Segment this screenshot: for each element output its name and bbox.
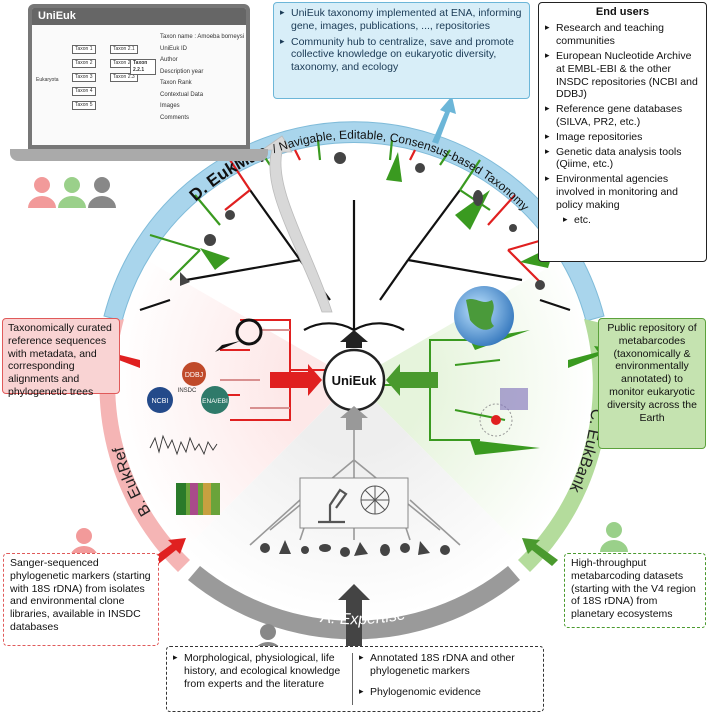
field-unieuk-id: UniEuk ID xyxy=(160,45,188,52)
sanger-input-box: Sanger-sequenced phylogenetic markers (s… xyxy=(3,553,159,646)
chromatogram xyxy=(149,434,218,456)
tree-node: Taxon 2.3 xyxy=(110,73,138,82)
microscope-icon xyxy=(318,488,348,524)
field-images: Images xyxy=(160,103,180,109)
arrow-to-eukmap xyxy=(340,330,368,348)
eukref-sector-lower xyxy=(96,380,354,562)
tree-node: Eukaryota xyxy=(36,77,59,83)
expertise-item: Annotated 18S rDNA and other phylogeneti… xyxy=(359,652,539,678)
arrow-from-eukref xyxy=(270,364,322,396)
center-label: UniEuk xyxy=(332,373,378,388)
laptop-title: UniEuk xyxy=(32,8,246,25)
tree-node-selected: Taxon 2.2.1 xyxy=(130,59,156,75)
eukref-tree xyxy=(210,319,330,421)
insdc-label: INSDC xyxy=(178,388,197,394)
end-user-item: Research and teaching communities xyxy=(545,22,700,48)
top-box-item: Community hub to centralize, save and pr… xyxy=(280,36,523,74)
arrow-from-expertise xyxy=(340,406,368,430)
tree-node: Taxon 3 xyxy=(72,73,96,82)
expertise-left-column: Morphological, physiological, life histo… xyxy=(173,652,348,693)
top-box-item: UniEuk taxonomy implemented at ENA, info… xyxy=(280,7,523,33)
arrow-from-expertise-box xyxy=(338,584,370,646)
microscope-panel xyxy=(299,477,409,529)
tree-node: Taxon 1 xyxy=(72,45,96,54)
expertise-label: A. Expertise xyxy=(319,606,407,628)
arrow-from-sanger xyxy=(150,538,186,566)
field-taxon-rank: Taxon Rank xyxy=(160,80,192,86)
laptop-mockup: UniEuk Eukaryota Taxon 1 Taxon 2 Taxon 3… xyxy=(10,4,268,166)
laptop-screen: UniEuk Eukaryota Taxon 1 Taxon 2 Taxon 3… xyxy=(28,4,250,149)
expertise-item: Phylogenomic evidence xyxy=(359,686,539,699)
tree-node: Taxon 4 xyxy=(72,87,96,96)
eukref-output-box: Taxonomically curated reference sequence… xyxy=(2,318,120,398)
expertise-divider xyxy=(352,653,353,705)
end-user-item: European Nucleotide Archive at EMBL-EBI … xyxy=(545,50,700,101)
ncbi-label: NCBI xyxy=(152,398,169,405)
dna-network xyxy=(479,388,528,437)
expertise-input-box: Morphological, physiological, life histo… xyxy=(166,646,544,712)
end-users-box: End users Research and teaching communit… xyxy=(538,2,707,262)
tree-node: Taxon 2.1 xyxy=(110,45,138,54)
field-author: Author xyxy=(160,57,178,63)
end-user-item: Image repositories xyxy=(545,131,700,144)
arrow-to-top-box xyxy=(432,96,456,144)
laptop-tree: Eukaryota Taxon 1 Taxon 2 Taxon 3 Taxon … xyxy=(32,25,156,145)
end-user-item: Genetic data analysis tools (Qiime, etc.… xyxy=(545,146,700,172)
arrow-from-htp xyxy=(522,538,558,566)
people-icons xyxy=(28,177,628,654)
arrow-from-eukbank xyxy=(386,364,438,396)
organism-silhouettes xyxy=(180,152,545,557)
field-contextual-data: Contextual Data xyxy=(160,91,204,98)
end-users-title: End users xyxy=(595,6,650,18)
alignment-grid xyxy=(176,483,220,515)
laptop-fields: Taxon name : Amoeba borneysi UniEuk ID A… xyxy=(160,32,246,124)
metabarcoding-input-box: High-throughput metabarcoding datasets (… xyxy=(564,553,706,628)
expertise-arc xyxy=(188,566,520,640)
magnifier-icon xyxy=(215,318,263,352)
expertise-item: Morphological, physiological, life histo… xyxy=(173,652,348,690)
db-logos xyxy=(147,362,229,414)
eukbank-output-box: Public repository of metabarcodes (taxon… xyxy=(598,318,706,449)
earth-land xyxy=(466,299,494,330)
tree-node: Taxon 2 xyxy=(72,59,96,68)
top-box-eukmap-outcomes: UniEuk taxonomy implemented at ENA, info… xyxy=(273,2,530,99)
tree-node: Taxon 5 xyxy=(72,101,96,110)
expertise-right-column: Annotated 18S rDNA and other phylogeneti… xyxy=(359,652,539,701)
arrow-to-laptop xyxy=(260,135,333,313)
eukbank-sector-lower xyxy=(354,380,612,562)
field-taxon-name: Taxon name : Amoeba borneysi xyxy=(160,34,245,40)
end-user-item: etc. xyxy=(563,214,700,227)
field-comments: Comments xyxy=(160,114,190,121)
laptop-base xyxy=(10,149,268,161)
end-user-item: Environmental agencies involved in monit… xyxy=(545,173,700,211)
end-user-item: Reference gene databases (SILVA, PR2, et… xyxy=(545,103,700,129)
field-description-year: Description year xyxy=(160,68,204,75)
ddbj-label: DDBJ xyxy=(185,372,203,379)
radiolarian-icon xyxy=(360,485,390,515)
ena-label: ENA/EBI xyxy=(202,398,228,405)
